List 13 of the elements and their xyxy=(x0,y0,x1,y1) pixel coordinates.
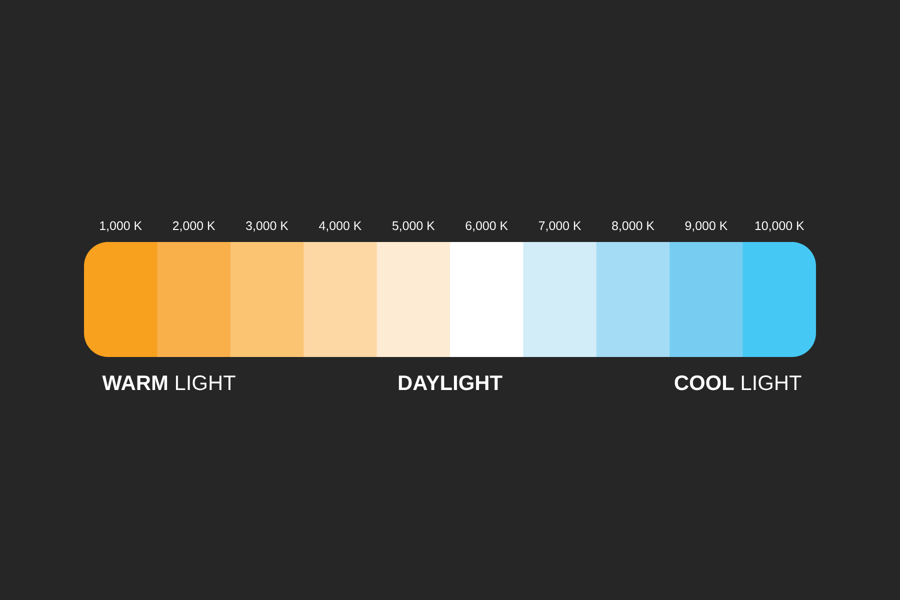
legend-label: 4,000 K xyxy=(319,221,362,232)
scale-label: COOL LIGHT xyxy=(674,375,802,390)
legend-label: 10,000 K xyxy=(755,221,804,232)
legend-label: 3,000 K xyxy=(246,221,288,232)
legend-label: 6,000 K xyxy=(466,221,508,232)
legend-label: 9,000 K xyxy=(685,221,728,232)
scale-label: DAYLIGHT xyxy=(398,375,502,390)
legend-label: 8,000 K xyxy=(612,221,654,232)
legend-label: 5,000 K xyxy=(392,221,435,232)
legend-label: 7,000 K xyxy=(538,221,582,232)
scale-label: WARM LIGHT xyxy=(102,375,236,390)
legend-label: 1,000 K xyxy=(100,221,142,232)
legend-label: 2,000 K xyxy=(172,221,216,232)
